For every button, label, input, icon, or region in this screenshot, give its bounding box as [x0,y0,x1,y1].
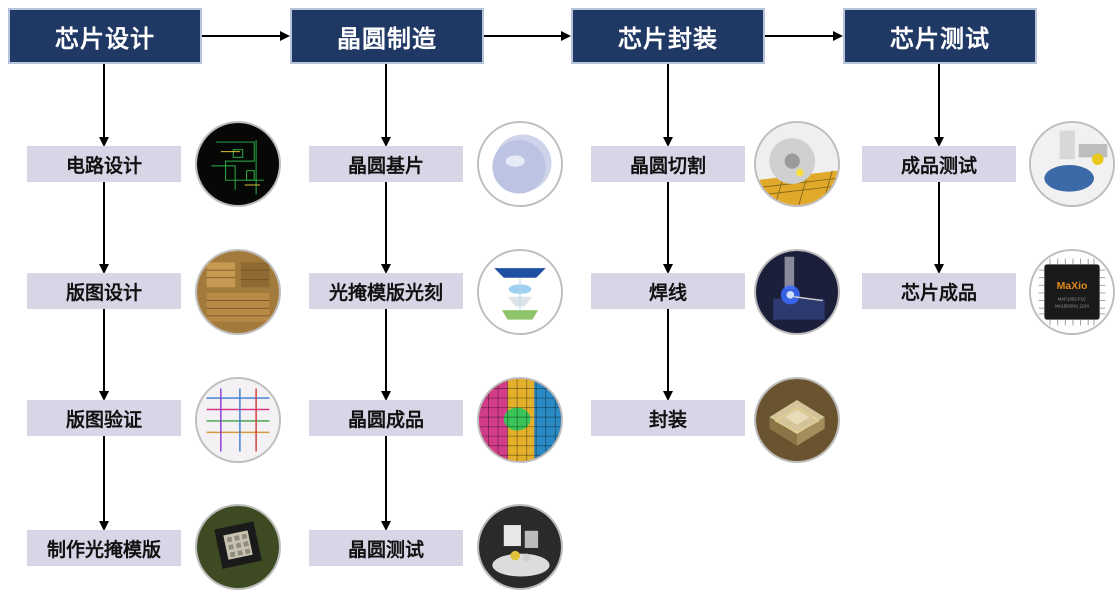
step-photomask-lithography: 光掩模版光刻 [309,273,463,309]
step-encapsulation: 封装 [591,400,745,436]
step-final-test: 成品测试 [862,146,1016,182]
layout-verification-image [195,377,281,463]
stage-header-chip-design: 芯片设计 [8,8,202,64]
step-layout-verification: 版图验证 [27,400,181,436]
chip-brand-text: MaXio [1057,281,1088,292]
finished-wafer-image [477,377,563,463]
chip-marking-line2: MA1902041 2134 [1055,303,1089,308]
step-photomask-making: 制作光掩模版 [27,530,181,566]
photomask-image [195,504,281,590]
stage-header-chip-packaging: 芯片封装 [571,8,765,64]
package-image [754,377,840,463]
step-finished-wafer: 晶圆成品 [309,400,463,436]
wire-bonding-image [754,249,840,335]
circuit-schematic-image [195,121,281,207]
step-wafer-dicing: 晶圆切割 [591,146,745,182]
finished-chip-image: MaXio MAP1002-F1C MA1902041 2134 [1029,249,1115,335]
step-circuit-design: 电路设计 [27,146,181,182]
stage-header-wafer-fabrication: 晶圆制造 [290,8,484,64]
stage-header-chip-testing: 芯片测试 [843,8,1037,64]
wafer-probe-image [477,504,563,590]
chip-marking-line1: MAP1002-F1C [1058,297,1086,302]
layout-die-image [195,249,281,335]
wafer-substrate-image [477,121,563,207]
step-wafer-substrate: 晶圆基片 [309,146,463,182]
step-layout-design: 版图设计 [27,273,181,309]
dicing-saw-image [754,121,840,207]
step-finished-chip: 芯片成品 [862,273,1016,309]
lithography-image [477,249,563,335]
step-wire-bonding: 焊线 [591,273,745,309]
test-handler-image [1029,121,1115,207]
step-wafer-test: 晶圆测试 [309,530,463,566]
